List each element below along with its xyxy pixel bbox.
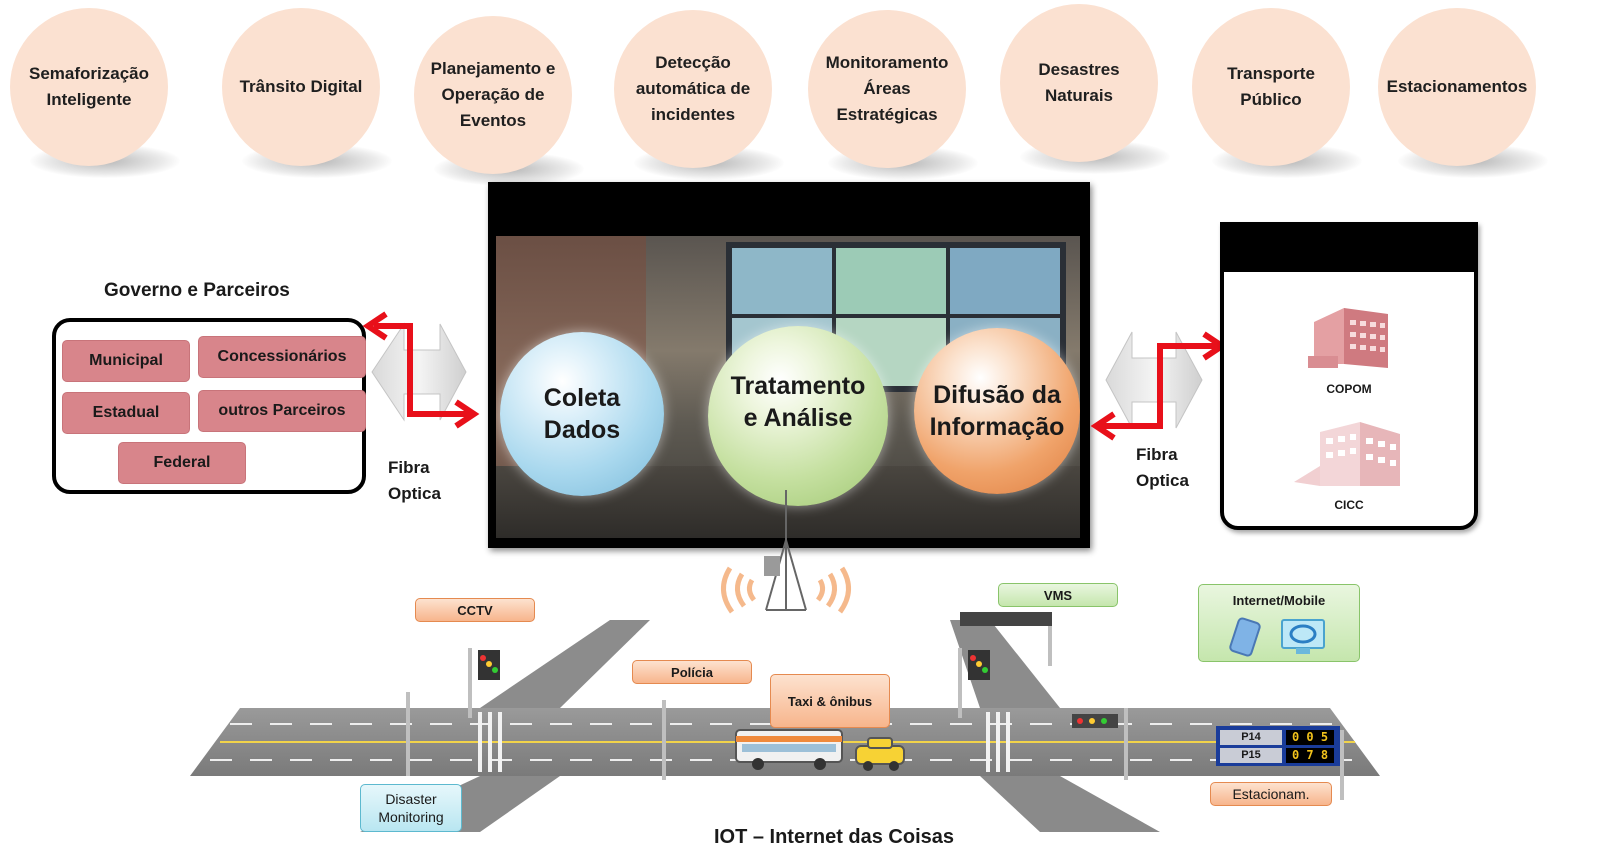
radio-tower-icon bbox=[721, 490, 851, 614]
parking-row-count: 0 7 8 bbox=[1286, 747, 1334, 763]
iot-footer-title: IOT – Internet das Coisas bbox=[713, 826, 955, 848]
parking-row-label: P14 bbox=[1220, 729, 1282, 745]
service-circle-line: Semaforização bbox=[29, 64, 149, 83]
copom-building-icon bbox=[1308, 308, 1388, 368]
internet-mobile-box: Internet/Mobile bbox=[1198, 584, 1360, 662]
government-title: Governo e Parceiros bbox=[104, 280, 290, 301]
right-fiber-link bbox=[1090, 331, 1228, 441]
vms-label: VMS bbox=[998, 583, 1118, 607]
service-circle-line: Monitoramento bbox=[825, 53, 949, 72]
service-circle-line: Eventos bbox=[459, 111, 527, 130]
service-circle: Detecção automática de incidentes bbox=[614, 10, 772, 168]
panel-header-bar bbox=[1220, 222, 1478, 272]
taxi-onibus-label: Taxi & ônibus bbox=[770, 674, 890, 728]
parking-row-count: 0 0 5 bbox=[1286, 729, 1334, 745]
cicc-label: CICC bbox=[1334, 498, 1364, 512]
service-circle-line: Transporte bbox=[1227, 64, 1315, 83]
service-circle-line: automática de bbox=[635, 79, 751, 98]
service-circle: Planejamento e Operação de Eventos bbox=[414, 16, 572, 174]
pill-federal: Federal bbox=[118, 442, 246, 484]
internet-mobile-label: Internet/Mobile bbox=[1232, 593, 1326, 608]
cicc-building-icon bbox=[1294, 422, 1400, 486]
policia-label: Polícia bbox=[632, 660, 752, 684]
command-centers-panel: COPOM CICC bbox=[1220, 222, 1478, 530]
pill-outros-parceiros: outros Parceiros bbox=[198, 390, 366, 432]
service-circle-line: Naturais bbox=[1044, 86, 1114, 105]
service-circle-line: Público bbox=[1240, 90, 1302, 109]
pill-municipal: Municipal bbox=[62, 340, 190, 382]
service-circle-line: Operação de bbox=[441, 85, 545, 104]
cctv-label: CCTV bbox=[415, 598, 535, 622]
service-circle-line: Planejamento e bbox=[430, 59, 556, 78]
service-circle-line: Trânsito Digital bbox=[239, 77, 363, 96]
service-circle-line: Estacionamentos bbox=[1386, 77, 1528, 96]
left-fiber-link bbox=[362, 311, 480, 429]
parking-row-label: P15 bbox=[1220, 747, 1282, 763]
estacionam-label: Estacionam. bbox=[1210, 782, 1332, 806]
service-circle-line: Detecção bbox=[655, 53, 731, 72]
service-circle: Estacionamentos bbox=[1378, 8, 1536, 166]
copom-label: COPOM bbox=[1326, 382, 1372, 396]
service-circle-line: Estratégicas bbox=[836, 105, 938, 124]
mobile-browser-icon bbox=[1229, 617, 1325, 657]
service-circle-line: Desastres bbox=[1038, 60, 1120, 79]
pill-concessionarios: Concessionários bbox=[198, 336, 366, 378]
street-intersection-illustration bbox=[190, 612, 1380, 832]
service-circle-line: Áreas bbox=[863, 79, 911, 98]
government-box: Municipal Concessionários Estadual outro… bbox=[52, 318, 366, 494]
grey-double-arrow-shape bbox=[371, 322, 467, 422]
vms-panel-shape bbox=[960, 612, 1052, 626]
pill-estadual: Estadual bbox=[62, 392, 190, 434]
service-circle-line: Inteligente bbox=[46, 90, 132, 109]
red-link-arrow-shape bbox=[374, 323, 470, 417]
service-circle-line: incidentes bbox=[650, 105, 736, 124]
service-circle: Trânsito Digital bbox=[222, 8, 380, 166]
